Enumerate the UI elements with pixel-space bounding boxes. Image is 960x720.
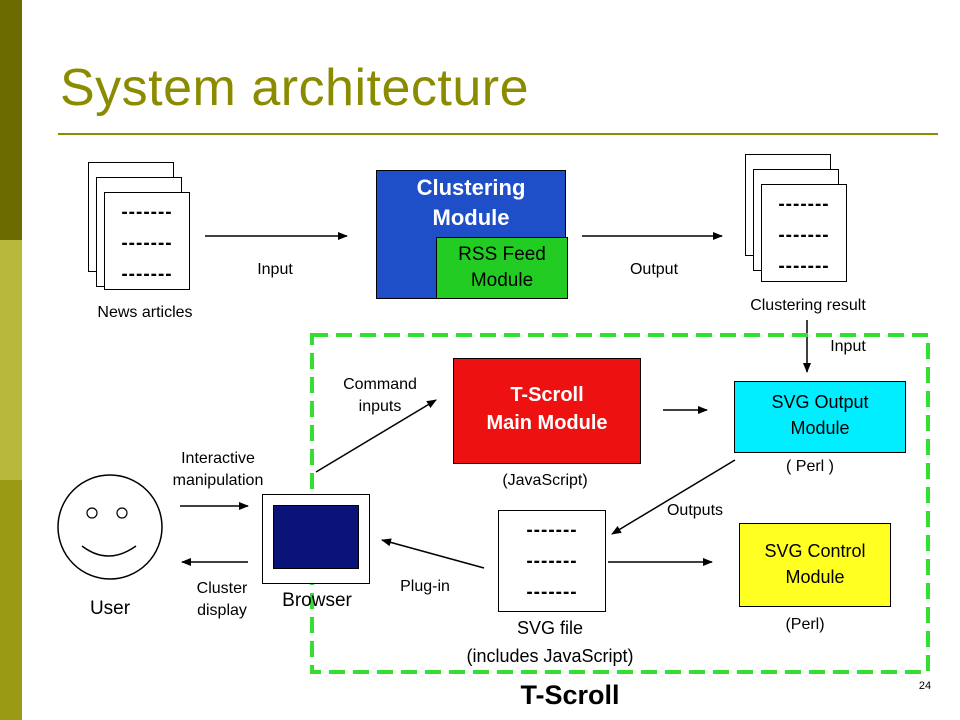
cluster-display-label: Cluster display bbox=[196, 580, 248, 619]
side-bar-mid bbox=[0, 480, 22, 720]
arrow-svgfile-to-browser bbox=[381, 538, 485, 569]
title-underline bbox=[58, 133, 938, 135]
svg-file-doc: ------- ------- ------- bbox=[498, 510, 606, 612]
page-title: System architecture bbox=[60, 59, 529, 117]
outputs-label: Outputs bbox=[666, 502, 724, 519]
user-face bbox=[57, 474, 163, 580]
svg-control-language-note: (Perl) bbox=[785, 616, 825, 633]
svg-output-language-note: ( Perl ) bbox=[786, 458, 834, 475]
user-left-eye bbox=[86, 507, 98, 519]
input-label-right: Input bbox=[830, 338, 866, 355]
browser-caption: Browser bbox=[282, 590, 352, 611]
page-number: 24 bbox=[918, 680, 932, 692]
tscroll-footer-label: T-Scroll bbox=[520, 680, 620, 710]
user-mouth bbox=[81, 545, 137, 557]
command-inputs-label: Command inputs bbox=[343, 376, 417, 415]
side-bar-light bbox=[0, 240, 22, 480]
news-articles-caption: News articles bbox=[97, 304, 193, 321]
svg-control-module: SVG Control Module bbox=[739, 523, 891, 607]
svg-output-module: SVG Output Module bbox=[734, 381, 906, 453]
arrow-svgoutput-to-svgfile bbox=[611, 459, 736, 535]
clustering-module: Clustering Module bbox=[376, 170, 566, 299]
rss-feed-module: RSS Feed Module bbox=[436, 237, 568, 299]
interactive-manipulation-label: Interactive manipulation bbox=[172, 450, 264, 489]
browser-screen bbox=[273, 505, 359, 569]
clustering-result-caption: Clustering result bbox=[750, 297, 866, 314]
browser-window bbox=[262, 494, 370, 584]
svg-file-caption: SVG file (includes JavaScript) bbox=[466, 618, 634, 666]
tscroll-main-module: T-Scroll Main Module bbox=[453, 358, 641, 464]
arrow-browser-to-main bbox=[315, 399, 437, 473]
user-right-eye bbox=[116, 507, 128, 519]
result-doc-front: ------- ------- ------- bbox=[761, 184, 847, 282]
news-doc-front: ------- ------- ------- bbox=[104, 192, 190, 290]
plugin-label: Plug-in bbox=[400, 578, 450, 595]
user-caption: User bbox=[89, 598, 131, 619]
side-bar-dark bbox=[0, 0, 22, 240]
output-label-top: Output bbox=[629, 261, 679, 278]
input-label-top: Input bbox=[257, 261, 293, 278]
tscroll-language-note: (JavaScript) bbox=[502, 472, 588, 489]
